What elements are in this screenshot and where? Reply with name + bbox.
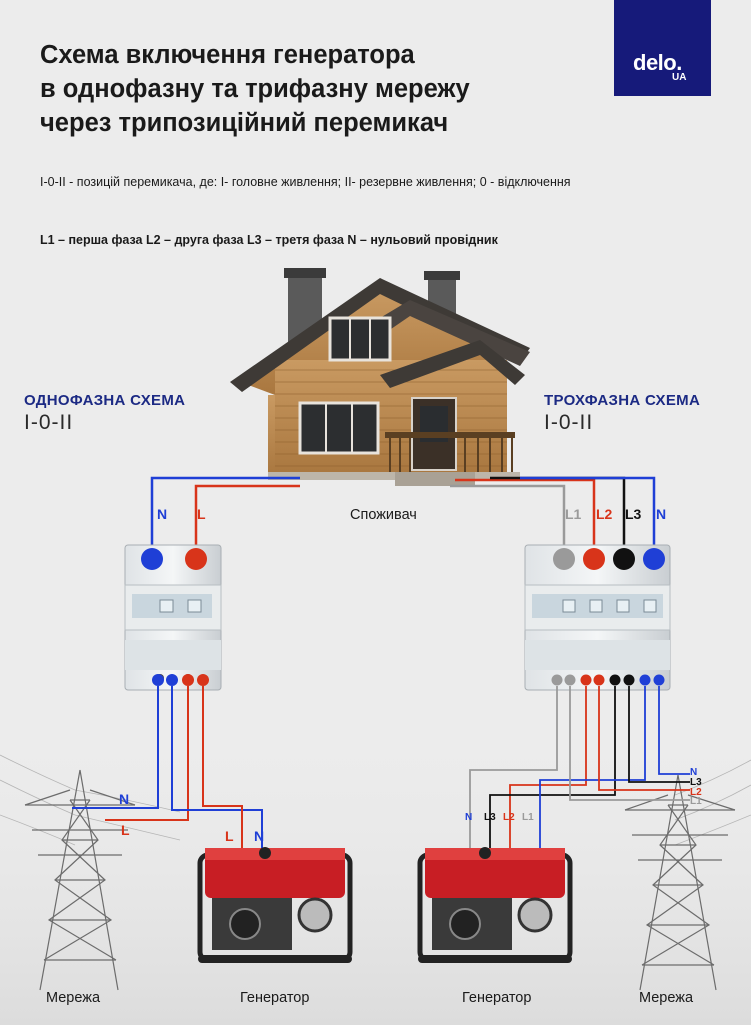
wire-label-l2: L2 xyxy=(503,812,515,823)
logo-text: delo. xyxy=(633,50,682,75)
wire-label-l: L xyxy=(121,822,130,838)
wire-label-n: N xyxy=(119,791,130,807)
wire-label-l: L xyxy=(197,506,206,522)
power-pylon-icon xyxy=(624,774,736,991)
background-haze xyxy=(0,700,751,1025)
wire-label-l1: L1 xyxy=(690,796,702,807)
wire-label-n: N xyxy=(157,506,168,522)
phase-legend: L1 – перша фаза L2 – друга фаза L3 – тре… xyxy=(40,233,498,247)
house-feed-wires xyxy=(150,476,656,550)
terminals-three-phase-top xyxy=(553,548,665,570)
title-line: в однофазну та трифазну мережу xyxy=(40,75,470,103)
delo-logo: delo. UA xyxy=(614,0,711,96)
grid-caption: Мережа xyxy=(46,990,101,1006)
logo-subtext: UA xyxy=(672,72,687,83)
wire-label-l1: L1 xyxy=(522,812,534,823)
three-phase-wires xyxy=(469,686,690,860)
house-icon xyxy=(230,268,530,486)
terminals-three-phase-bottom xyxy=(551,674,665,686)
generator-icon xyxy=(197,847,353,963)
wire-label-l2: L2 xyxy=(690,787,702,798)
wire-label-l3: L3 xyxy=(484,812,496,823)
power-pylon-icon xyxy=(24,769,136,991)
wire-label-n: N xyxy=(465,812,473,823)
three-phase-positions: I-0-II xyxy=(544,411,594,434)
single-phase-title: ОДНОФАЗНА СХЕМА xyxy=(24,392,186,409)
generator-caption: Генератор xyxy=(462,990,532,1006)
wire-label-n: N xyxy=(690,767,698,778)
title-line: Схема включення генератора xyxy=(40,41,415,69)
generator-icon xyxy=(417,847,573,963)
single-phase-wires xyxy=(72,686,263,848)
grid-caption: Мережа xyxy=(639,990,694,1006)
changeover-switch-single-phase xyxy=(124,544,222,691)
three-phase-title: ТРОХФАЗНА СХЕМА xyxy=(544,392,701,409)
terminals-single-phase-top xyxy=(141,548,207,570)
wire-label-n: N xyxy=(656,506,667,522)
wire-label-l2: L2 xyxy=(596,506,613,522)
generator-caption: Генератор xyxy=(240,990,310,1006)
single-phase-positions: I-0-II xyxy=(24,411,74,434)
wire-label-l3: L3 xyxy=(625,506,642,522)
terminals-single-phase-bottom xyxy=(152,674,209,686)
wire-label-l1: L1 xyxy=(565,506,582,522)
consumer-label: Споживач xyxy=(350,507,417,523)
wire-label-l: L xyxy=(225,828,234,844)
changeover-switch-three-phase xyxy=(524,544,671,691)
title-line: через трипозиційний перемикач xyxy=(40,109,449,137)
switch-positions-legend: I-0-II - позицій перемикача, де: I- голо… xyxy=(40,175,571,189)
wire-label-l3: L3 xyxy=(690,777,702,788)
wire-label-n: N xyxy=(254,828,265,844)
page-title: Схема включення генератора в однофазну т… xyxy=(40,38,470,140)
